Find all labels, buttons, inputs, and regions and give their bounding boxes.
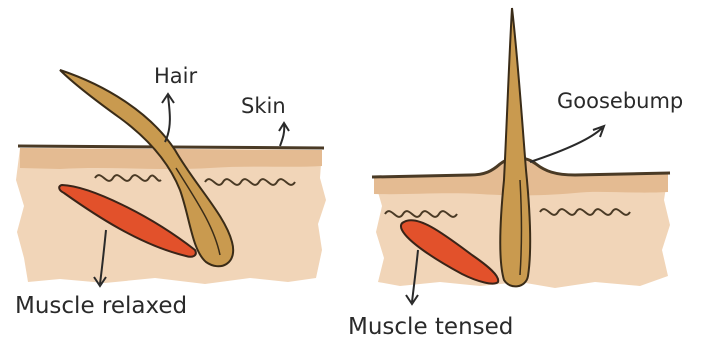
skin-arrow xyxy=(279,123,289,146)
goosebump-arrow xyxy=(530,126,604,162)
goosebump-label: Goosebump xyxy=(557,91,683,112)
muscle-tensed-label: Muscle tensed xyxy=(348,316,513,339)
hair-label: Hair xyxy=(154,66,197,87)
hair-shaft-tensed xyxy=(500,8,530,286)
panel-tensed xyxy=(372,8,670,304)
skin-label: Skin xyxy=(241,96,286,117)
muscle-relaxed-label: Muscle relaxed xyxy=(15,295,187,318)
